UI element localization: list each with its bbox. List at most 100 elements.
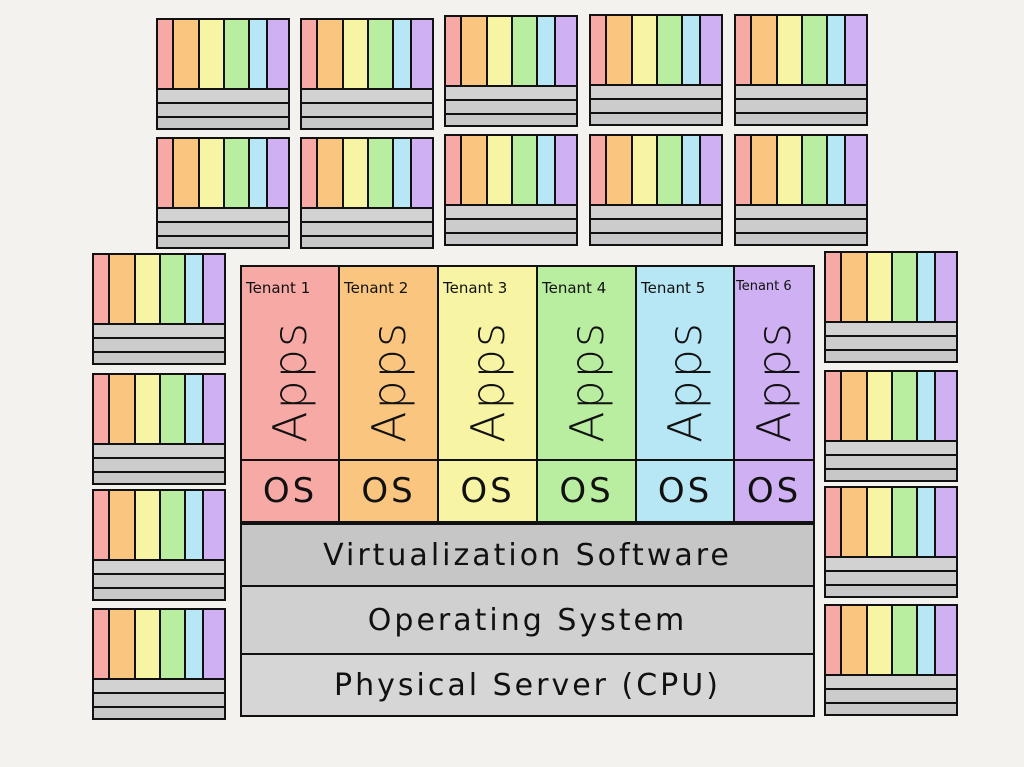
mini-tenant-column bbox=[828, 16, 847, 84]
mini-tenant-column bbox=[892, 253, 919, 321]
mini-tenant-columns bbox=[446, 17, 576, 87]
mini-tenant-column bbox=[186, 255, 205, 323]
mini-layer bbox=[826, 470, 956, 480]
mini-layer bbox=[826, 323, 956, 337]
apps-label: Apps bbox=[460, 321, 515, 443]
mini-tenant-column bbox=[777, 136, 803, 204]
mini-tenant-column bbox=[160, 491, 187, 559]
mini-server bbox=[92, 489, 226, 601]
mini-tenant-column bbox=[250, 20, 269, 88]
mini-tenant-column bbox=[556, 136, 576, 204]
mini-tenant-column bbox=[936, 488, 956, 556]
mini-layer bbox=[446, 206, 576, 220]
mini-tenant-column bbox=[777, 16, 803, 84]
mini-tenant-column bbox=[224, 20, 251, 88]
mini-tenant-column bbox=[224, 139, 251, 207]
mini-tenant-columns bbox=[158, 20, 288, 90]
mini-tenant-column bbox=[828, 136, 847, 204]
mini-layer bbox=[826, 586, 956, 596]
mini-tenant-columns bbox=[736, 136, 866, 206]
mini-layer bbox=[826, 572, 956, 586]
mini-tenant-column bbox=[302, 20, 319, 88]
mini-layer bbox=[94, 561, 224, 575]
mini-tenant-column bbox=[892, 488, 919, 556]
mini-tenant-column bbox=[607, 16, 633, 84]
mini-layer bbox=[302, 209, 432, 223]
mini-layer bbox=[158, 118, 288, 128]
mini-tenant-columns bbox=[94, 491, 224, 561]
mini-tenant-columns bbox=[591, 136, 721, 206]
mini-tenant-column bbox=[343, 139, 369, 207]
mini-tenant-column bbox=[591, 16, 608, 84]
mini-tenant-column bbox=[135, 491, 161, 559]
mini-tenant-columns bbox=[158, 139, 288, 209]
mini-server bbox=[92, 608, 226, 720]
tenant-5: Tenant 5 Apps OS bbox=[635, 265, 735, 523]
mini-tenant-column bbox=[826, 253, 843, 321]
tenant-4: Tenant 4 Apps OS bbox=[536, 265, 637, 523]
tenant-label: Tenant 3 bbox=[443, 279, 508, 297]
apps-label: Apps bbox=[658, 321, 712, 443]
tenant-label: Tenant 2 bbox=[344, 279, 409, 297]
guest-os: OS bbox=[242, 459, 338, 521]
mini-tenant-column bbox=[846, 136, 866, 204]
mini-tenant-column bbox=[412, 20, 432, 88]
mini-layer bbox=[158, 104, 288, 118]
mini-tenant-column bbox=[135, 610, 161, 678]
mini-tenant-column bbox=[892, 372, 919, 440]
mini-server bbox=[92, 253, 226, 365]
mini-layer bbox=[302, 237, 432, 247]
mini-tenant-columns bbox=[446, 136, 576, 206]
mini-tenant-column bbox=[683, 16, 702, 84]
mini-tenant-column bbox=[302, 139, 319, 207]
mini-server bbox=[824, 370, 958, 482]
mini-layer bbox=[826, 558, 956, 572]
mini-tenant-column bbox=[936, 606, 956, 674]
mini-tenant-column bbox=[204, 375, 224, 443]
mini-tenant-column bbox=[158, 20, 175, 88]
virtualization-layer: Virtualization Software bbox=[240, 523, 815, 587]
mini-tenant-column bbox=[591, 136, 608, 204]
mini-tenant-column bbox=[110, 375, 136, 443]
tenant-label: Tenant 6 bbox=[736, 279, 792, 294]
mini-tenant-column bbox=[867, 253, 893, 321]
mini-tenant-column bbox=[94, 255, 111, 323]
mini-layer bbox=[736, 100, 866, 114]
mini-tenant-columns bbox=[94, 255, 224, 325]
guest-os: OS bbox=[637, 459, 733, 521]
mini-server bbox=[824, 251, 958, 363]
tenant-row: Tenant 1 Apps OS Tenant 2 Apps OS Tenant… bbox=[240, 265, 815, 523]
mini-layer bbox=[736, 86, 866, 100]
mini-server bbox=[444, 15, 578, 127]
mini-tenant-column bbox=[936, 253, 956, 321]
guest-os: OS bbox=[340, 459, 437, 521]
mini-layer bbox=[94, 708, 224, 718]
mini-layer bbox=[94, 575, 224, 589]
apps-label: Apps bbox=[747, 321, 801, 443]
mini-tenant-column bbox=[343, 20, 369, 88]
mini-tenant-columns bbox=[826, 372, 956, 442]
mini-tenant-column bbox=[736, 136, 753, 204]
mini-tenant-column bbox=[199, 139, 225, 207]
mini-tenant-column bbox=[318, 20, 344, 88]
mini-tenant-column bbox=[826, 488, 843, 556]
mini-layer bbox=[736, 206, 866, 220]
mini-tenant-column bbox=[802, 16, 829, 84]
mini-layer bbox=[826, 690, 956, 704]
mini-tenant-column bbox=[160, 255, 187, 323]
mini-tenant-column bbox=[199, 20, 225, 88]
mini-layer bbox=[826, 351, 956, 361]
guest-os: OS bbox=[439, 459, 536, 521]
apps-label: Apps bbox=[559, 321, 614, 443]
mini-layer bbox=[826, 337, 956, 351]
virtualized-server: Tenant 1 Apps OS Tenant 2 Apps OS Tenant… bbox=[240, 265, 815, 717]
mini-layer bbox=[591, 220, 721, 234]
tenant-label: Tenant 4 bbox=[542, 279, 607, 297]
mini-tenant-column bbox=[186, 375, 205, 443]
tenant-1: Tenant 1 Apps OS bbox=[240, 265, 340, 523]
guest-os: OS bbox=[538, 459, 635, 521]
mini-tenant-column bbox=[135, 255, 161, 323]
guest-os: OS bbox=[735, 459, 813, 521]
mini-layer bbox=[302, 90, 432, 104]
mini-tenant-column bbox=[918, 488, 937, 556]
